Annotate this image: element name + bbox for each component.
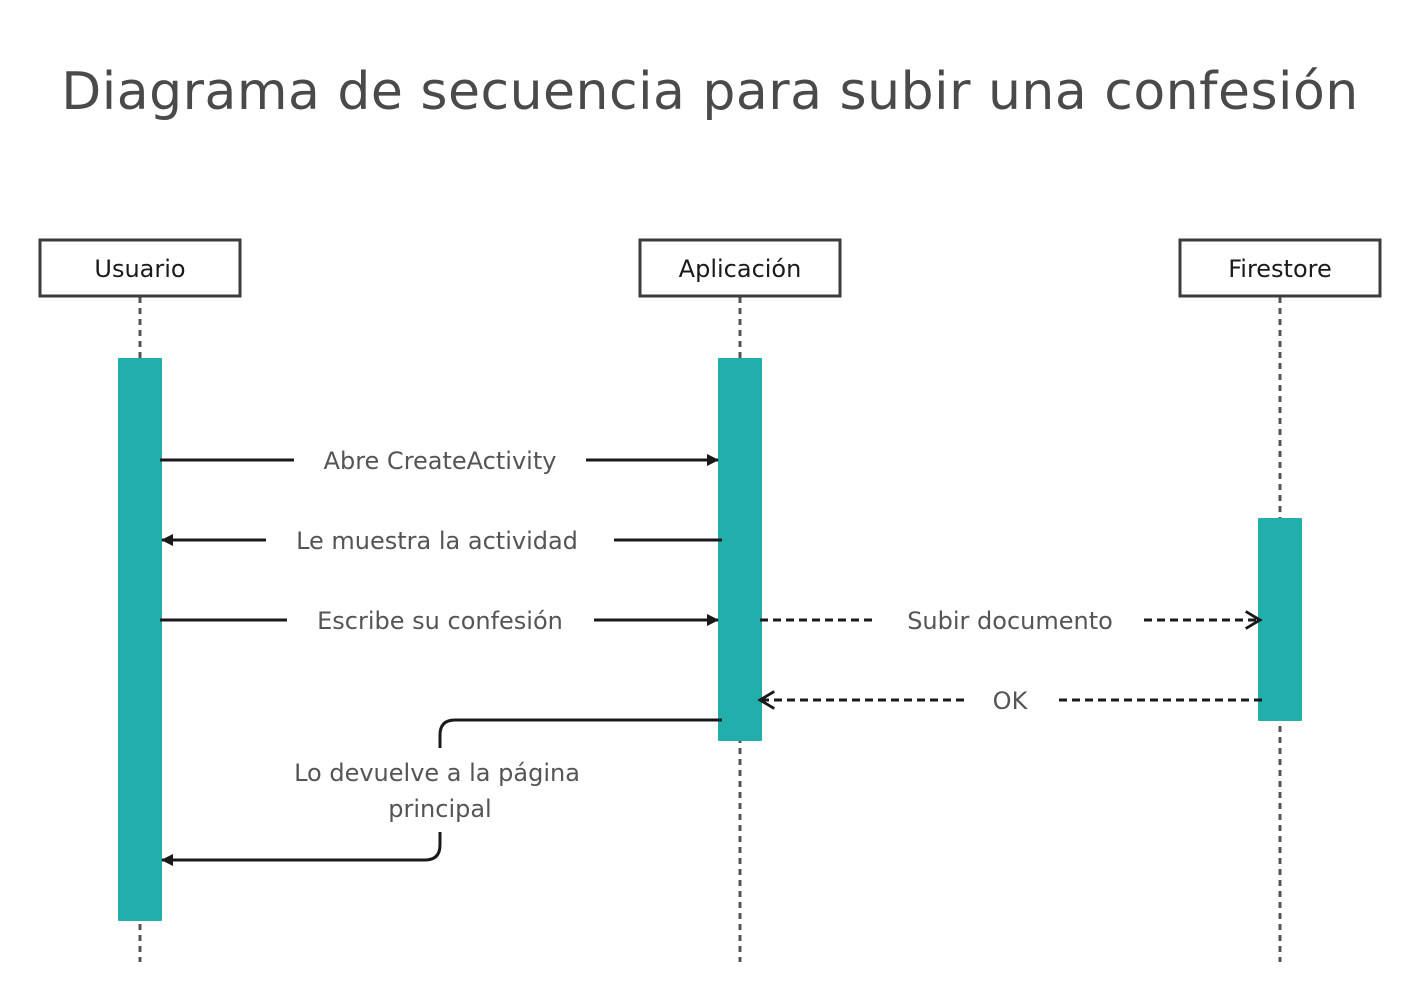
activation-firestore (1258, 518, 1302, 721)
message-1-label: Abre CreateActivity (324, 447, 557, 475)
message-6-label-line-2: principal (388, 795, 491, 823)
actor-usuario: Usuario (38, 238, 242, 298)
actor-firestore-label: Firestore (1228, 255, 1332, 283)
message-6-line-bottom (161, 832, 442, 866)
message-abre-createactivity: Abre CreateActivity (160, 447, 719, 475)
message-subir-documento: Subir documento (760, 607, 1263, 635)
message-6-line-top (438, 718, 722, 748)
activation-aplicacion (718, 358, 762, 741)
message-4-label: Subir documento (907, 607, 1113, 635)
message-ok: OK (757, 687, 1262, 715)
actor-aplicacion-label: Aplicación (679, 255, 802, 283)
actor-firestore: Firestore (1178, 238, 1382, 298)
message-2-label: Le muestra la actividad (296, 527, 578, 555)
message-3-label: Escribe su confesión (317, 607, 563, 635)
diagram-title: Diagrama de secuencia para subir una con… (61, 62, 1359, 122)
activation-usuario (118, 358, 162, 921)
message-escribe-su-confesion: Escribe su confesión (160, 607, 719, 635)
message-6-label-line-1: Lo devuelve a la página (294, 759, 580, 787)
message-lo-devuelve: Lo devuelve a la página principal (161, 718, 722, 866)
actor-aplicacion: Aplicación (638, 238, 842, 298)
message-le-muestra-la-actividad: Le muestra la actividad (161, 527, 722, 555)
message-5-label: OK (993, 687, 1029, 715)
actor-usuario-label: Usuario (94, 255, 185, 283)
